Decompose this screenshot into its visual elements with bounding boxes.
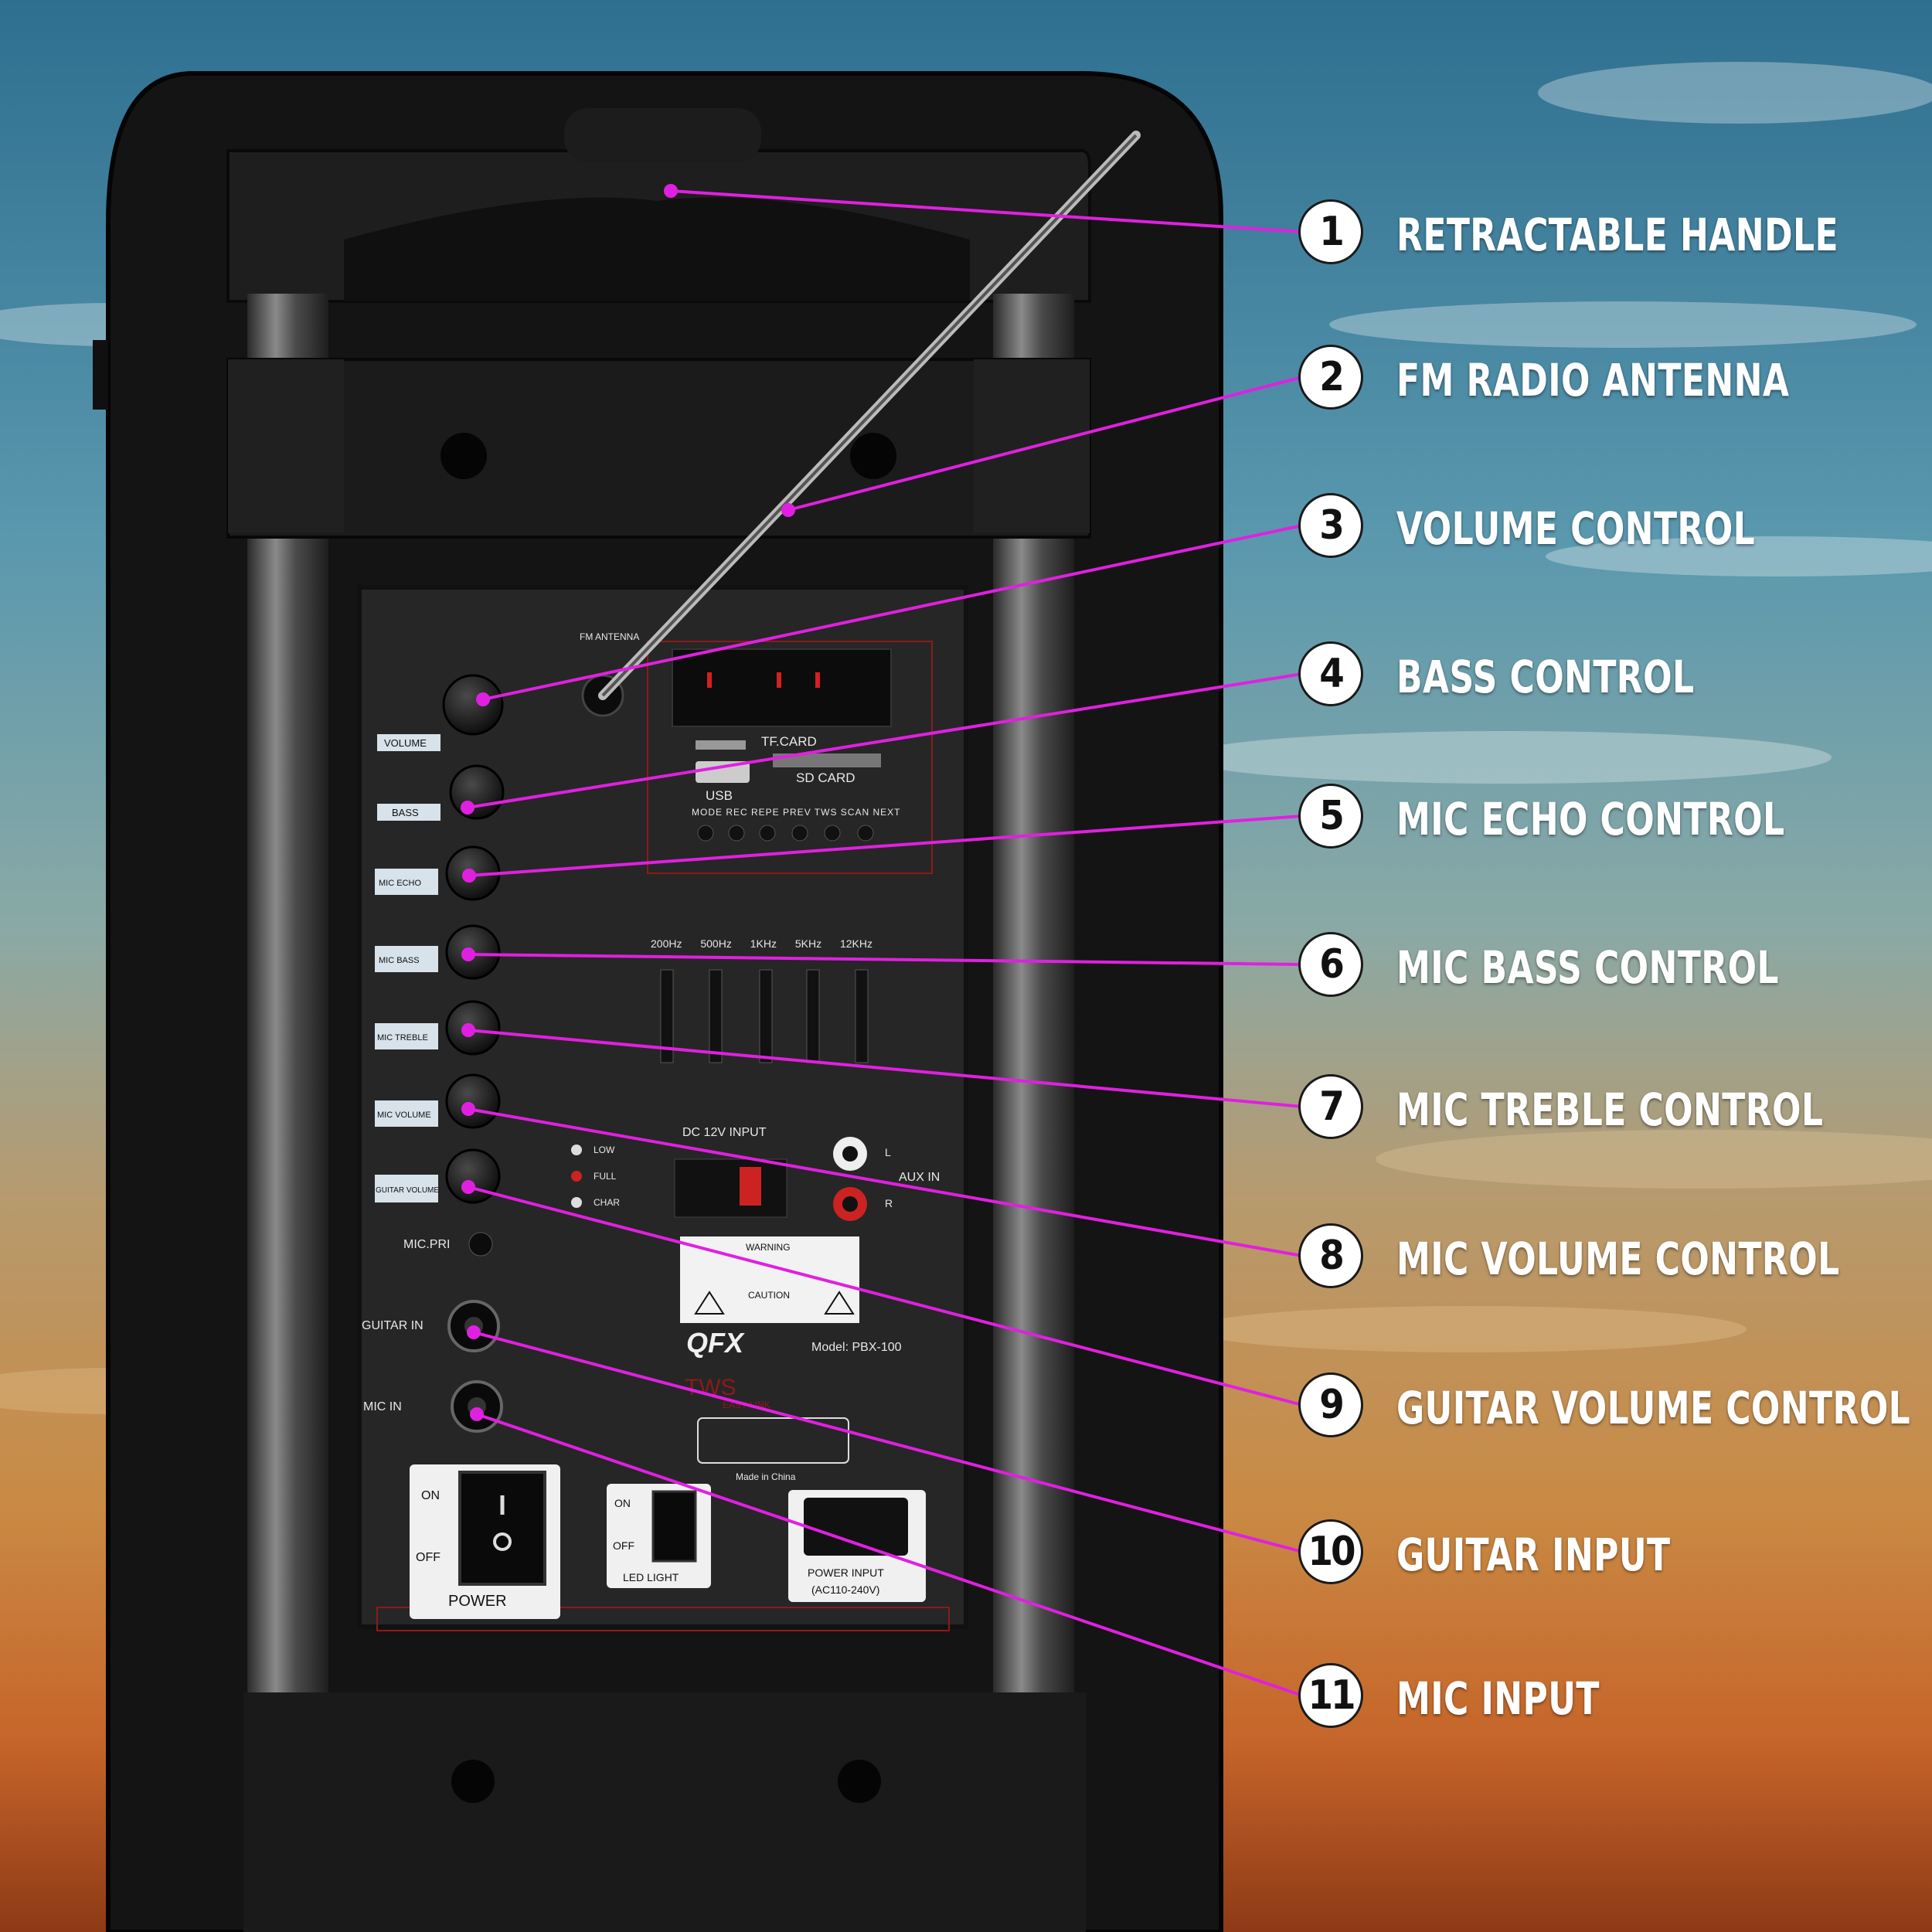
leader-line-11 [476,1413,1303,1697]
callout-volume-control: 3 VOLUME CONTROL [1298,493,1901,563]
usb-label: USB [706,788,733,803]
knob-column [442,674,505,1204]
guitar-volume-knob [445,1148,501,1204]
sd-card-label: SD CARD [796,770,855,785]
leader-lines [461,184,1303,1697]
callout-label: FM RADIO ANTENNA [1396,354,1790,406]
power-switch [458,1471,546,1586]
volume-knob [442,674,504,736]
callout-mic-input: 11 MIC INPUT [1298,1663,1901,1733]
leader-line-7 [468,1029,1303,1108]
callout-fm-radio-antenna: 2 FM RADIO ANTENNA [1298,345,1901,414]
warning-label: WARNING [746,1242,791,1253]
callout-number-badge: 1 [1298,199,1363,264]
callout-mic-echo-control: 5 MIC ECHO CONTROL [1298,784,1901,853]
knob-label-mic-bass: MIC BASS [379,956,420,965]
power-on-label: ON [421,1489,440,1502]
mic-volume-knob [445,1073,501,1129]
callout-number-badge: 5 [1298,784,1363,849]
leader-line-5 [468,815,1303,877]
leader-line-6 [468,953,1303,966]
callout-bass-control: 4 BASS CONTROL [1298,641,1901,711]
battery-full-label: FULL [594,1171,617,1182]
eq-band-labels: 200Hz 500Hz 1KHz 5KHz 12KHz [651,937,872,950]
knob-labels: VOLUME BASS MIC ECHO MIC BASS MIC TREBLE… [375,734,440,1202]
power-input-range: (AC110-240V) [811,1583,879,1596]
mode-buttons: MODE REC REPE PREV TWS SCAN NEXT [692,807,900,842]
fm-antenna-label: FM ANTENNA [580,631,639,642]
callout-label: GUITAR INPUT [1396,1529,1671,1581]
led-light-switch [651,1490,697,1563]
knob-label-mic-treble: MIC TREBLE [377,1033,428,1043]
aux-in-label: AUX IN [899,1171,940,1184]
callout-number-badge: 4 [1298,641,1363,706]
dc-input-label: DC 12V INPUT [682,1126,767,1139]
knob-label-mic-volume: MIC VOLUME [377,1111,431,1120]
led-on-label: ON [614,1497,631,1509]
battery-low-label: LOW [594,1145,615,1155]
leader-line-9 [468,1185,1303,1406]
callout-number-badge: 10 [1298,1519,1363,1584]
mic-pri-label: MIC.PRI [403,1238,450,1251]
callout-number-badge: 9 [1298,1372,1363,1437]
callout-label: MIC INPUT [1396,1672,1600,1725]
leader-line-8 [468,1107,1303,1257]
guitar-in-label: GUITAR IN [362,1319,423,1332]
model-label: Model: PBX-100 [811,1341,902,1354]
callout-number-badge: 3 [1298,493,1363,558]
callout-number-badge: 8 [1298,1223,1363,1288]
callout-mic-bass-control: 6 MIC BASS CONTROL [1298,932,1901,1002]
led-light-label: LED LIGHT [623,1571,679,1583]
made-in-label: Made in China [736,1471,796,1482]
callout-label: GUITAR VOLUME CONTROL [1396,1382,1911,1434]
mic-pri-button [468,1232,493,1257]
aux-l-label: L [885,1146,891,1158]
leader-line-10 [473,1331,1303,1553]
mic-in-label: MIC IN [363,1400,402,1413]
knob-label-mic-echo: MIC ECHO [379,879,421,888]
caution-label: CAUTION [748,1290,790,1301]
callout-number-badge: 7 [1298,1074,1363,1139]
leader-line-4 [467,672,1303,809]
knob-label-volume: VOLUME [384,737,427,749]
battery-indicators: LOW FULL CHAR [571,1145,620,1208]
battery-char-label: CHAR [594,1197,620,1208]
callout-label: VOLUME CONTROL [1396,502,1756,555]
callout-label: MIC VOLUME CONTROL [1396,1233,1840,1285]
callout-guitar-input: 10 GUITAR INPUT [1298,1519,1901,1589]
callout-number-badge: 11 [1298,1663,1363,1728]
leader-line-3 [482,524,1303,701]
knob-label-bass: BASS [392,807,419,818]
callout-number-badge: 2 [1298,345,1363,410]
led-off-label: OFF [613,1539,634,1552]
callout-label: RETRACTABLE HANDLE [1396,209,1838,261]
callout-guitar-volume-control: 9 GUITAR VOLUME CONTROL [1298,1372,1910,1442]
eq-sliders [660,969,869,1063]
callout-number-badge: 6 [1298,932,1363,997]
led-display [672,648,892,727]
leader-line-2 [787,376,1303,512]
callout-label: MIC ECHO CONTROL [1396,793,1785,845]
power-input-label: POWER INPUT [808,1566,884,1579]
tf-card-label: TF.CARD [761,734,817,749]
aux-r-label: R [885,1197,893,1209]
callout-label: MIC TREBLE CONTROL [1396,1083,1824,1136]
brand-logo: QFX [686,1327,745,1359]
callout-label: BASS CONTROL [1396,651,1695,703]
leader-line-1 [670,189,1303,233]
callout-label: MIC BASS CONTROL [1396,941,1779,994]
bass-knob [449,764,505,820]
callout-retractable-handle: 1 RETRACTABLE HANDLE [1298,199,1901,269]
mode-buttons-row: MODE REC REPE PREV TWS SCAN NEXT [692,807,900,818]
knob-label-guitar-volume: GUITAR VOLUME [376,1186,439,1195]
power-off-label: OFF [416,1551,440,1564]
power-label: POWER [448,1593,507,1610]
callout-mic-volume-control: 8 MIC VOLUME CONTROL [1298,1223,1901,1293]
power-input-socket [804,1498,908,1556]
callout-mic-treble-control: 7 MIC TREBLE CONTROL [1298,1074,1901,1144]
